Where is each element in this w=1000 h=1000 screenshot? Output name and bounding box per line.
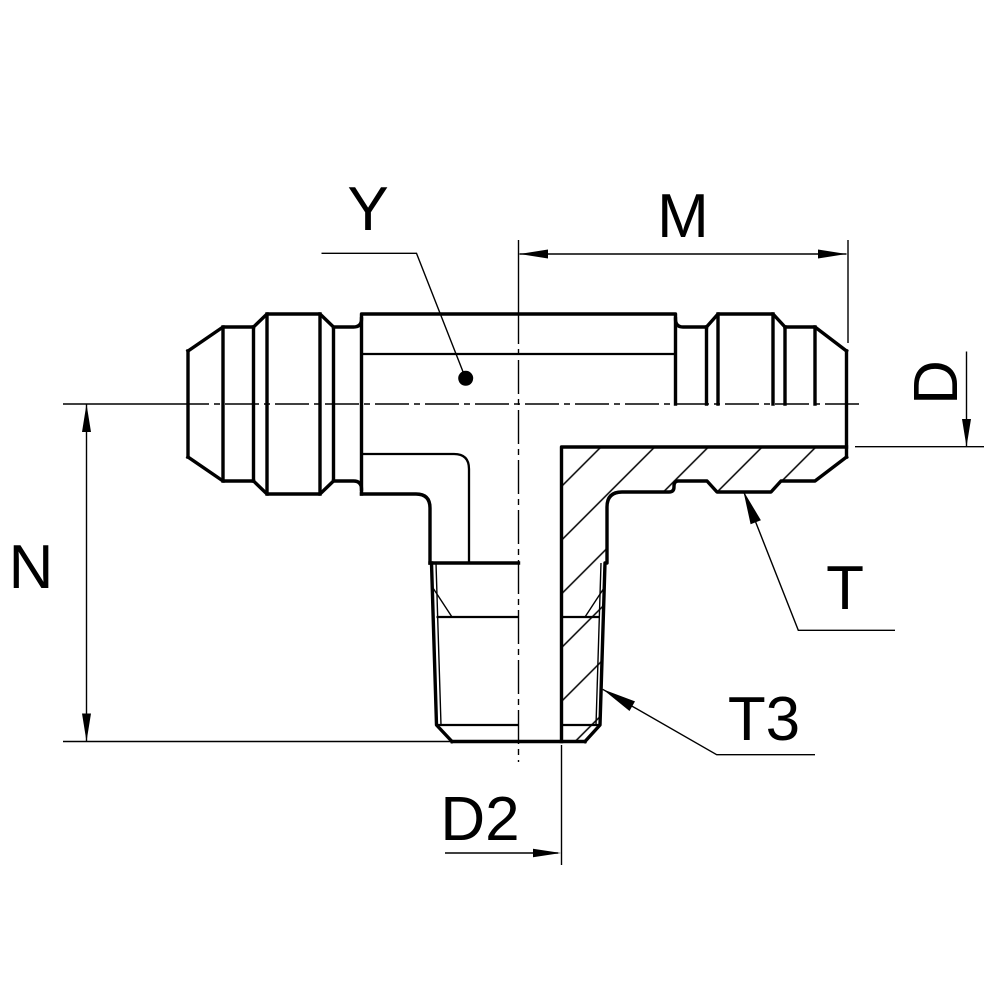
leader-t3 [602,688,815,756]
section-hatch-region [561,447,847,742]
dim-label-n: N [9,533,54,602]
n-arrow-top [82,404,91,432]
y-point-dot [458,370,474,386]
d2-arrow [533,848,561,858]
dim-label-d: D [902,360,971,405]
dim-label-m: M [657,182,709,251]
dim-label-t3: T3 [728,685,800,754]
thread-detail-lines [432,562,605,726]
d-arrow [962,419,971,447]
dim-label-d2: D2 [440,785,519,854]
m-arrow-right [818,249,847,259]
t-arrowhead [743,490,761,525]
tangent-edges [361,352,676,727]
fitting-outline [185,312,849,744]
dimension-m [517,240,849,343]
dim-label-t: T [826,554,864,623]
n-arrow-bottom [82,713,91,742]
leader-t [742,490,895,631]
centerlines [175,310,862,762]
leader-y [321,252,465,374]
m-arrow-left [519,249,548,259]
dimension-n [63,403,450,743]
t3-arrowhead [602,689,635,711]
dim-label-y: Y [347,175,388,244]
